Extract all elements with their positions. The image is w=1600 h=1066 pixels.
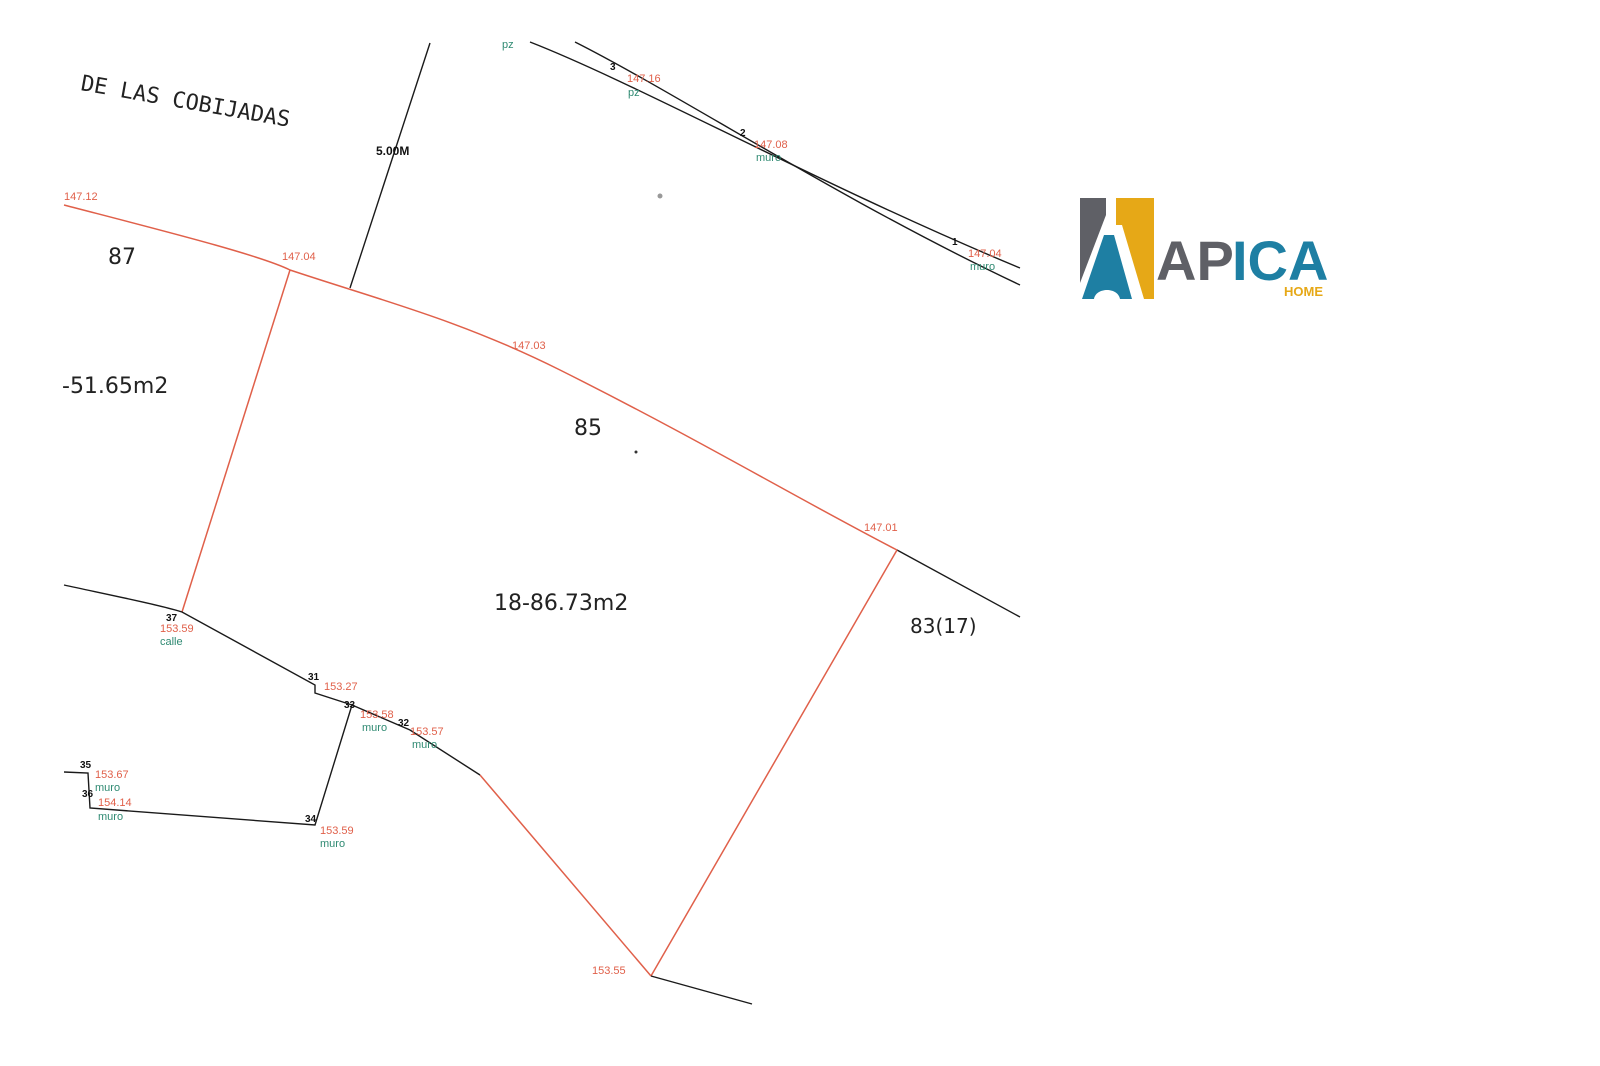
point-number: 2 [740,128,746,139]
parcel-85-area: 18-86.73m2 [494,591,628,616]
street-width-label: 5.00M [376,144,409,158]
elevation-label: 153.59 [320,825,354,837]
elevation-label: 147.03 [512,340,546,352]
logo-gray-shape [1080,198,1106,283]
elevation-label: 153.27 [324,681,358,693]
parcel-85-south-boundary [479,774,652,977]
logo-subtitle: HOME [1284,284,1323,299]
bottom-line [650,975,753,1005]
parcel-85-east-boundary [650,549,898,977]
parcel-85-id: 85 [574,416,602,441]
point-number: 35 [80,760,92,771]
street-edge-lower [574,41,1021,286]
street-name: DE LAS COBIJADAS [79,71,292,132]
surface-code-label: muro [98,811,123,823]
point-number: 3 [610,62,616,73]
elevation-label: 147.08 [754,139,788,151]
point-number: 32 [398,718,410,729]
elevation-label: 153.67 [95,769,129,781]
point-number: 34 [305,814,317,825]
elevation-label: 147.16 [627,73,661,85]
surface-code-label: calle [160,636,183,648]
elevation-label: 153.57 [410,726,444,738]
elevation-label: 153.58 [360,709,394,721]
elevation-label: 153.59 [160,623,194,635]
surface-code-label: muro [95,782,120,794]
point-number: 36 [82,789,94,800]
point-number: 1 [952,237,958,248]
apica-home-logo: AP ICA HOME [1070,195,1340,305]
surface-code-label: muro [320,838,345,850]
right-street-line [896,549,1021,618]
parcel-87-id: 87 [108,245,136,270]
street-width-line [349,42,431,289]
street-edge-upper [529,41,1021,269]
point-number: 31 [308,672,320,683]
point-number: 33 [344,700,356,711]
logo-word-teal: ICA [1232,229,1328,292]
elevation-label: 153.55 [592,965,626,977]
elevation-label: 147.01 [864,522,898,534]
survey-mark [634,450,638,454]
elevation-label: 147.04 [282,251,316,263]
elevation-label: 147.12 [64,191,98,203]
surface-code-label: pz [502,39,514,51]
surface-code-label: muro [412,739,437,751]
elevation-label: 154.14 [98,797,132,809]
parcel-85-west-boundary [181,269,291,613]
elevation-label: 147.04 [968,248,1002,260]
south-west-wall [63,704,353,826]
survey-mark [657,193,663,199]
north-boundary-arc [63,204,898,551]
logo-word-gray: AP [1156,229,1234,292]
surface-code-label: muro [362,722,387,734]
point-number: 37 [166,613,178,624]
parcel-87-area: -51.65m2 [62,374,168,399]
logo-teal-tower [1082,235,1132,299]
parcel-83-id: 83(17) [910,614,977,638]
surface-code-label: pz [628,87,640,99]
surface-code-label: muro [756,152,781,164]
surface-code-label: muro [970,261,995,273]
logo-svg: AP ICA HOME [1080,198,1328,299]
logo-gold-shape [1116,198,1154,299]
south-wall-line [63,584,481,776]
